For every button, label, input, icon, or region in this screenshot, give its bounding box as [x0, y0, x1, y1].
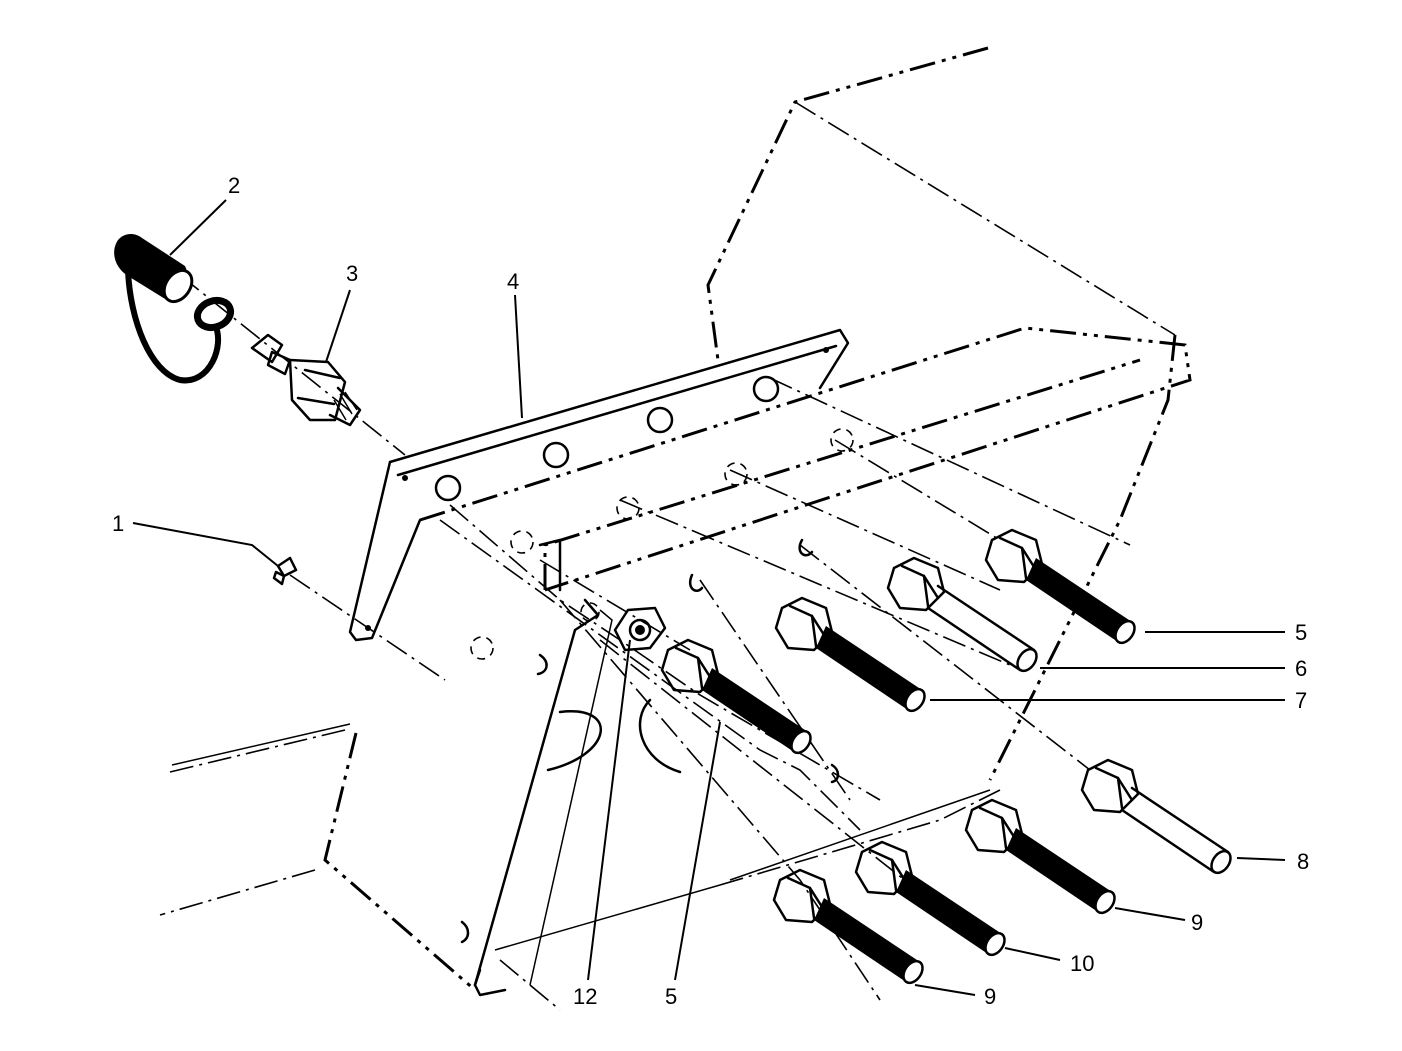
mounting-plate	[348, 328, 850, 642]
callout-5-upper: 5	[1295, 620, 1307, 645]
coupling-9-upper	[964, 798, 1120, 918]
thread	[328, 386, 362, 427]
coupling-8	[1080, 758, 1236, 878]
center-lines	[179, 274, 1131, 1001]
callout-2: 2	[228, 173, 240, 198]
clips	[460, 538, 840, 944]
screw	[272, 556, 298, 586]
plate-hole	[752, 375, 780, 403]
screw-hole	[402, 475, 408, 481]
dust-cap	[114, 234, 235, 384]
nut	[613, 606, 667, 652]
callout-3: 3	[346, 261, 358, 286]
fitting	[250, 333, 362, 427]
callout-7: 7	[1295, 688, 1307, 713]
callout-8: 8	[1297, 849, 1309, 874]
callout-9-lower: 9	[984, 984, 996, 1009]
callout-5-lower: 5	[665, 984, 677, 1009]
phantom-vehicle-body	[159, 46, 1177, 1011]
plate-hole	[434, 474, 462, 502]
callout-6: 6	[1295, 656, 1307, 681]
callout-12: 12	[573, 984, 597, 1009]
plate-hole	[646, 406, 674, 434]
plate-hole	[542, 441, 570, 469]
coupling-5-upper	[984, 528, 1140, 648]
leader-lines	[132, 199, 1286, 996]
callout-labels: 1 2 3 4 5 6 7 8 9 10 9 5 12	[112, 173, 1309, 1009]
coupling-6	[886, 556, 1042, 676]
angle-bracket	[419, 326, 1192, 997]
callout-4: 4	[507, 269, 519, 294]
coupling-5-lower	[660, 638, 816, 758]
callout-1: 1	[112, 511, 124, 536]
callout-10: 10	[1070, 951, 1094, 976]
screw-hole	[823, 347, 829, 353]
coupling-7	[774, 596, 930, 716]
callout-9-upper: 9	[1191, 910, 1203, 935]
